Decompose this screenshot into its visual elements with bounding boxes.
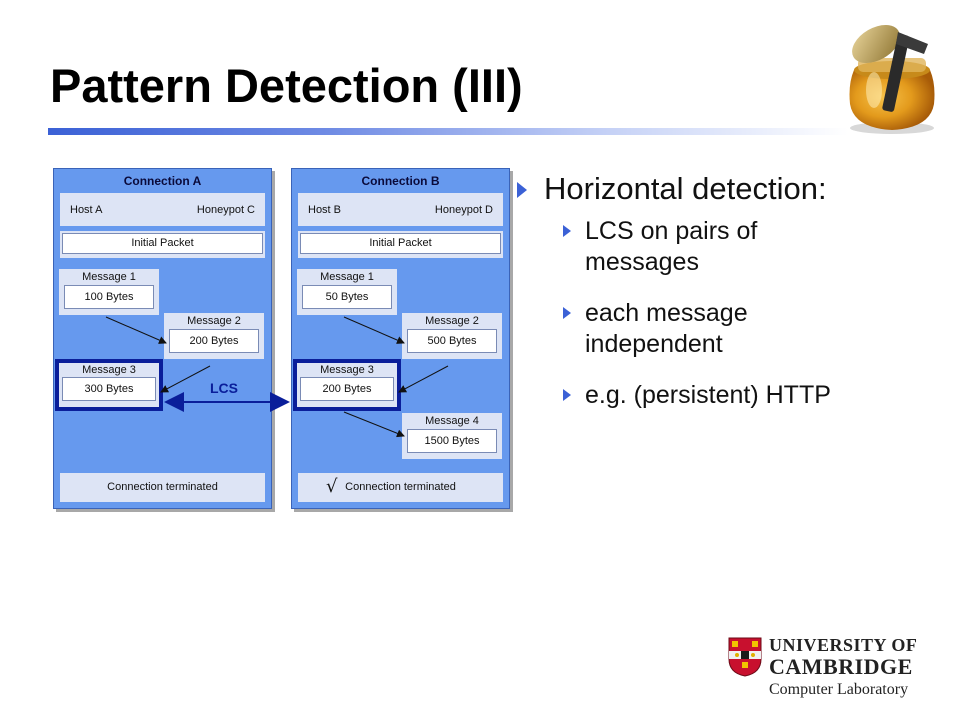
logo-line-2: CAMBRIDGE xyxy=(769,654,913,679)
connection-b-title: Connection B xyxy=(361,174,440,188)
message-size: 1500 Bytes xyxy=(407,429,497,453)
initial-packet-label: Initial Packet xyxy=(300,233,501,254)
honey-jar-icon xyxy=(849,25,935,134)
sub-bullet: e.g. (persistent) HTTP xyxy=(563,380,925,411)
message-box: Message 1 50 Bytes xyxy=(297,269,397,315)
message-size: 300 Bytes xyxy=(62,377,156,401)
checkmark-icon: √ xyxy=(326,476,338,497)
message-label: Message 1 xyxy=(82,271,136,283)
university-crest-icon xyxy=(728,637,762,677)
bullet-arrow-icon xyxy=(563,389,571,401)
connection-a-title: Connection A xyxy=(123,174,202,188)
message-size: 50 Bytes xyxy=(302,285,392,309)
message-label: Message 4 xyxy=(425,415,479,427)
message-label: Message 3 xyxy=(320,364,374,376)
host-label: Host A xyxy=(70,204,103,216)
message-box: Message 1 100 Bytes xyxy=(59,269,159,315)
bullet-main: Horizontal detection: xyxy=(517,170,937,208)
bullet-arrow-icon xyxy=(517,182,527,198)
initial-packet-label: Initial Packet xyxy=(62,233,263,254)
bullet-list: Horizontal detection: LCS on pairs of me… xyxy=(517,170,937,431)
logo-line-1: UNIVERSITY OF xyxy=(769,635,918,655)
bullet-arrow-icon xyxy=(563,307,571,319)
slide-title: Pattern Detection (III) xyxy=(50,59,523,112)
honeypot-label: Honeypot C xyxy=(196,204,255,216)
connection-b-panel: Connection B Host B Honeypot D Initial P… xyxy=(291,168,510,509)
message-size: 100 Bytes xyxy=(64,285,154,309)
terminated-box: Connection terminated xyxy=(60,473,265,502)
connection-a-panel: Connection A Host A Honeypot C Initial P… xyxy=(53,168,272,509)
lcs-message-box: Message 3 300 Bytes xyxy=(55,359,163,411)
sub-bullet-text: LCS on pairs of messages xyxy=(585,217,758,276)
message-box: Message 2 500 Bytes xyxy=(402,313,502,359)
message-size: 200 Bytes xyxy=(169,329,259,353)
sub-bullet: each message independent xyxy=(563,298,835,360)
message-box: Message 4 1500 Bytes xyxy=(402,413,502,459)
message-label: Message 2 xyxy=(187,315,241,327)
sub-bullet-text: e.g. (persistent) HTTP xyxy=(585,381,831,409)
sub-bullet-text: each message independent xyxy=(585,299,748,358)
sub-bullet: LCS on pairs of messages xyxy=(563,216,835,278)
message-label: Message 3 xyxy=(82,364,136,376)
logo-line-3: Computer Laboratory xyxy=(769,681,909,698)
message-size: 500 Bytes xyxy=(407,329,497,353)
terminated-box: √ Connection terminated xyxy=(298,473,503,502)
message-label: Message 2 xyxy=(425,315,479,327)
bullet-arrow-icon xyxy=(563,225,571,237)
message-size: 200 Bytes xyxy=(300,377,394,401)
bullet-text: Horizontal detection: xyxy=(544,171,827,206)
terminated-label: Connection terminated xyxy=(345,481,456,493)
honeypot-label: Honeypot D xyxy=(434,204,493,216)
title-underline xyxy=(48,128,848,135)
host-label: Host B xyxy=(308,204,342,216)
hosts-box: Host A Honeypot C xyxy=(60,193,265,226)
initial-packet-box: Initial Packet xyxy=(60,231,265,258)
initial-packet-box: Initial Packet xyxy=(298,231,503,258)
lcs-label: LCS xyxy=(210,380,238,396)
hosts-box: Host B Honeypot D xyxy=(298,193,503,226)
message-label: Message 1 xyxy=(320,271,374,283)
lcs-message-box: Message 3 200 Bytes xyxy=(293,359,401,411)
message-box: Message 2 200 Bytes xyxy=(164,313,264,359)
